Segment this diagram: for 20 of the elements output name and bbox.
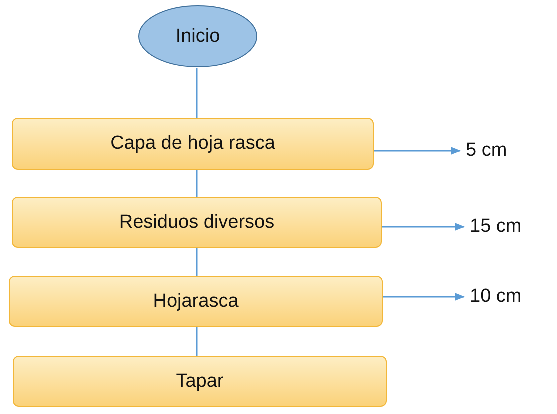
arrow: [374, 147, 461, 155]
arrow: [382, 223, 465, 231]
connector-line: [196, 327, 198, 356]
connector-line: [196, 248, 198, 276]
box-label: Capa de hoja rasca: [110, 133, 276, 155]
box-label: Tapar: [176, 370, 224, 392]
process-box: [9, 276, 383, 327]
box-label: Inicio: [176, 26, 220, 48]
start-ellipse: [138, 5, 258, 68]
process-box: [13, 356, 387, 407]
connector-line: [196, 170, 198, 197]
measurement-label: 15 cm: [470, 216, 522, 238]
box-label: Residuos diversos: [119, 212, 275, 234]
connector-line: [196, 68, 198, 118]
arrow: [383, 293, 465, 301]
process-box: [12, 118, 374, 170]
process-box: [12, 197, 382, 248]
box-label: Hojarasca: [153, 290, 239, 312]
measurement-label: 10 cm: [470, 286, 522, 308]
measurement-label: 5 cm: [466, 140, 508, 162]
